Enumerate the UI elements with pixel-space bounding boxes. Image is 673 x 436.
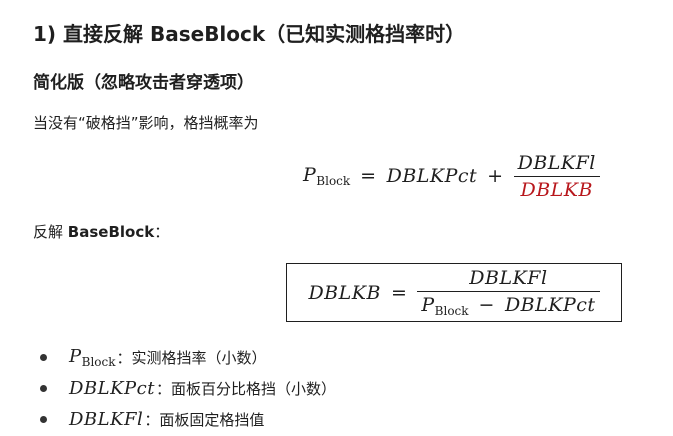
- definition-text: 面板百分比格挡（小数）: [171, 380, 337, 398]
- list-item: PBlock ： 实测格挡率（小数）: [40, 342, 336, 373]
- formula-term-pct: DBLKPct: [386, 165, 478, 187]
- plus-sign: +: [487, 165, 504, 187]
- definition-text: 面板固定格挡值: [159, 411, 265, 429]
- bullet-icon: [40, 354, 47, 361]
- formula-fraction: DBLKFl DBLKB: [513, 151, 600, 201]
- solve-text: 反解 BaseBlock：: [33, 221, 169, 242]
- equals-sign: =: [360, 165, 377, 187]
- fraction-denominator: PBlock−DBLKPct: [421, 294, 596, 318]
- subsection-heading: 简化版（忽略攻击者穿透项）: [33, 73, 254, 93]
- fraction-numerator: DBLKFl: [469, 267, 548, 289]
- equals-sign: =: [390, 281, 408, 304]
- solve-prefix: 反解: [33, 223, 68, 241]
- definition-symbol: DBLKFl: [69, 409, 144, 430]
- formula-lhs: DBLKB: [308, 281, 381, 304]
- list-item: DBLKPct ： 面板百分比格挡（小数）: [40, 373, 336, 404]
- definition-list: PBlock ： 实测格挡率（小数） DBLKPct ： 面板百分比格挡（小数）…: [40, 342, 336, 435]
- baseblock-formula-box: DBLKB = DBLKFl PBlock−DBLKPct: [286, 263, 622, 322]
- definition-separator: ：: [144, 411, 160, 429]
- fraction-bar: [417, 291, 600, 292]
- formula-fraction: DBLKFl PBlock−DBLKPct: [417, 267, 600, 318]
- definition-symbol: DBLKPct: [69, 378, 155, 399]
- block-probability-formula: PBlock = DBLKPct + DBLKFl DBLKB: [303, 148, 600, 204]
- section-heading: 1) 直接反解 BaseBlock（已知实测格挡率时）: [33, 22, 466, 46]
- bullet-icon: [40, 416, 47, 423]
- definition-separator: ：: [156, 380, 172, 398]
- bullet-icon: [40, 385, 47, 392]
- formula-lhs: PBlock: [303, 164, 351, 188]
- definition-text: 实测格挡率（小数）: [131, 349, 267, 367]
- list-item: DBLKFl ： 面板固定格挡值: [40, 404, 336, 435]
- definition-separator: ：: [116, 349, 132, 367]
- solve-keyword: BaseBlock: [67, 223, 155, 241]
- solve-suffix: ：: [154, 223, 170, 241]
- fraction-bar: [513, 175, 600, 177]
- fraction-denominator: DBLKB: [520, 178, 593, 201]
- definition-symbol: PBlock: [69, 346, 116, 369]
- intro-text: 当没有“破格挡”影响，格挡概率为: [33, 114, 259, 132]
- fraction-numerator: DBLKFl: [517, 151, 596, 174]
